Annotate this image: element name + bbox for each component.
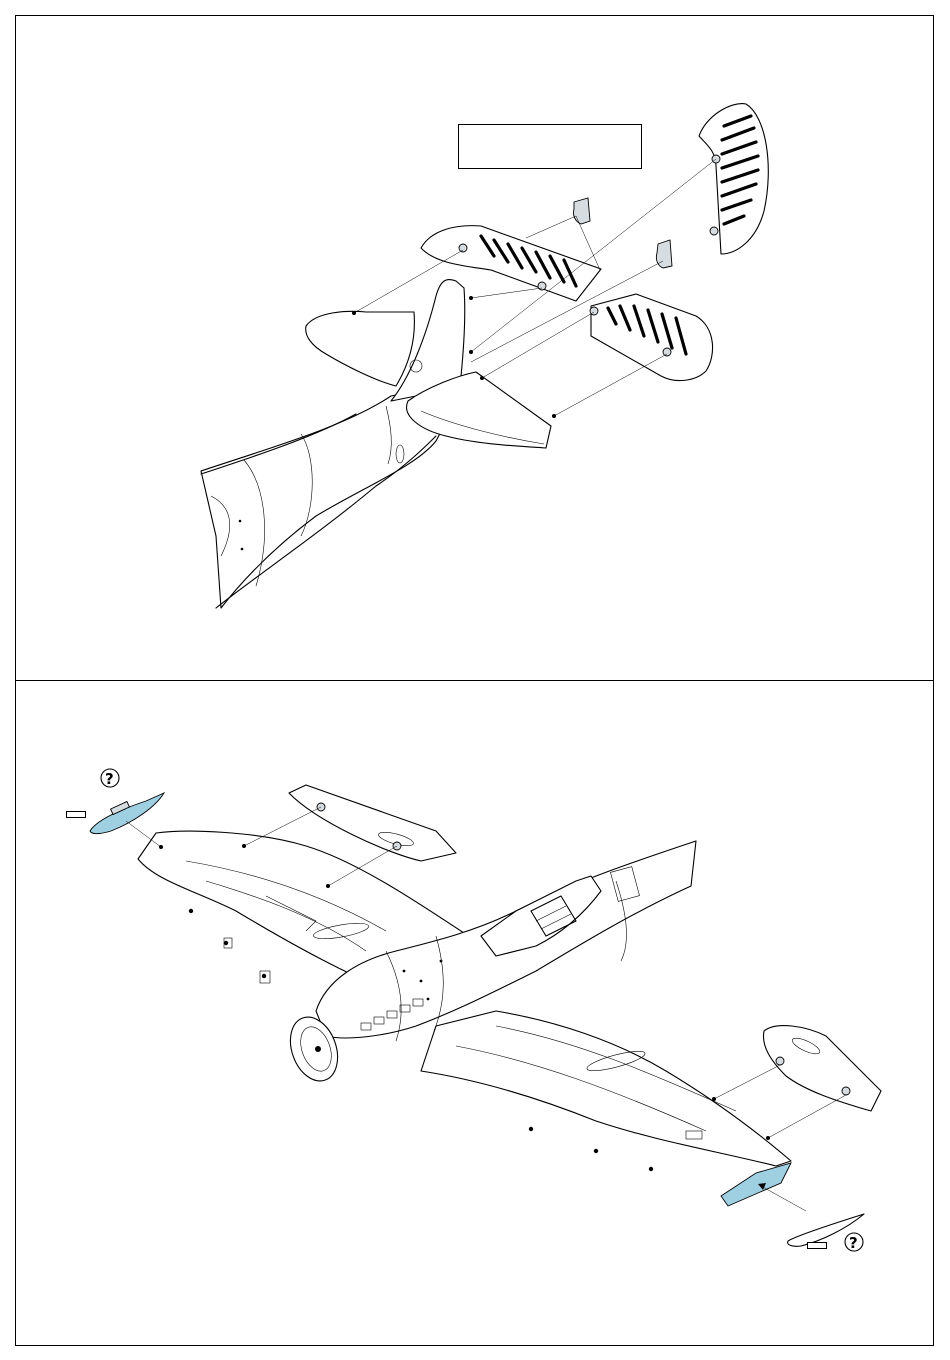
wing-assembly-drawing: ? ? — [16, 681, 934, 1346]
callout-left: ? — [101, 769, 119, 788]
tailplane-left — [306, 311, 415, 386]
question-symbol-right: ? — [849, 1234, 858, 1252]
wing-right — [421, 1011, 791, 1206]
rear-fuselage — [201, 390, 446, 608]
part-number-box-right — [807, 1242, 827, 1249]
hinge-bracket-1 — [573, 198, 590, 224]
elevator-right — [590, 294, 713, 381]
wing-assembly-panel: ? ? — [15, 680, 934, 1346]
part-number-box-left — [66, 811, 86, 818]
tail-assembly-panel — [15, 15, 934, 681]
hinge-bracket-2 — [656, 240, 672, 268]
callout-right: ? — [845, 1233, 863, 1252]
question-symbol-left: ? — [105, 770, 114, 788]
aileron-right — [763, 1026, 881, 1111]
wingtip-clear-left — [90, 793, 164, 834]
rudder — [699, 104, 768, 254]
step-title-box — [458, 124, 642, 169]
tail-assembly-drawing — [16, 16, 934, 681]
